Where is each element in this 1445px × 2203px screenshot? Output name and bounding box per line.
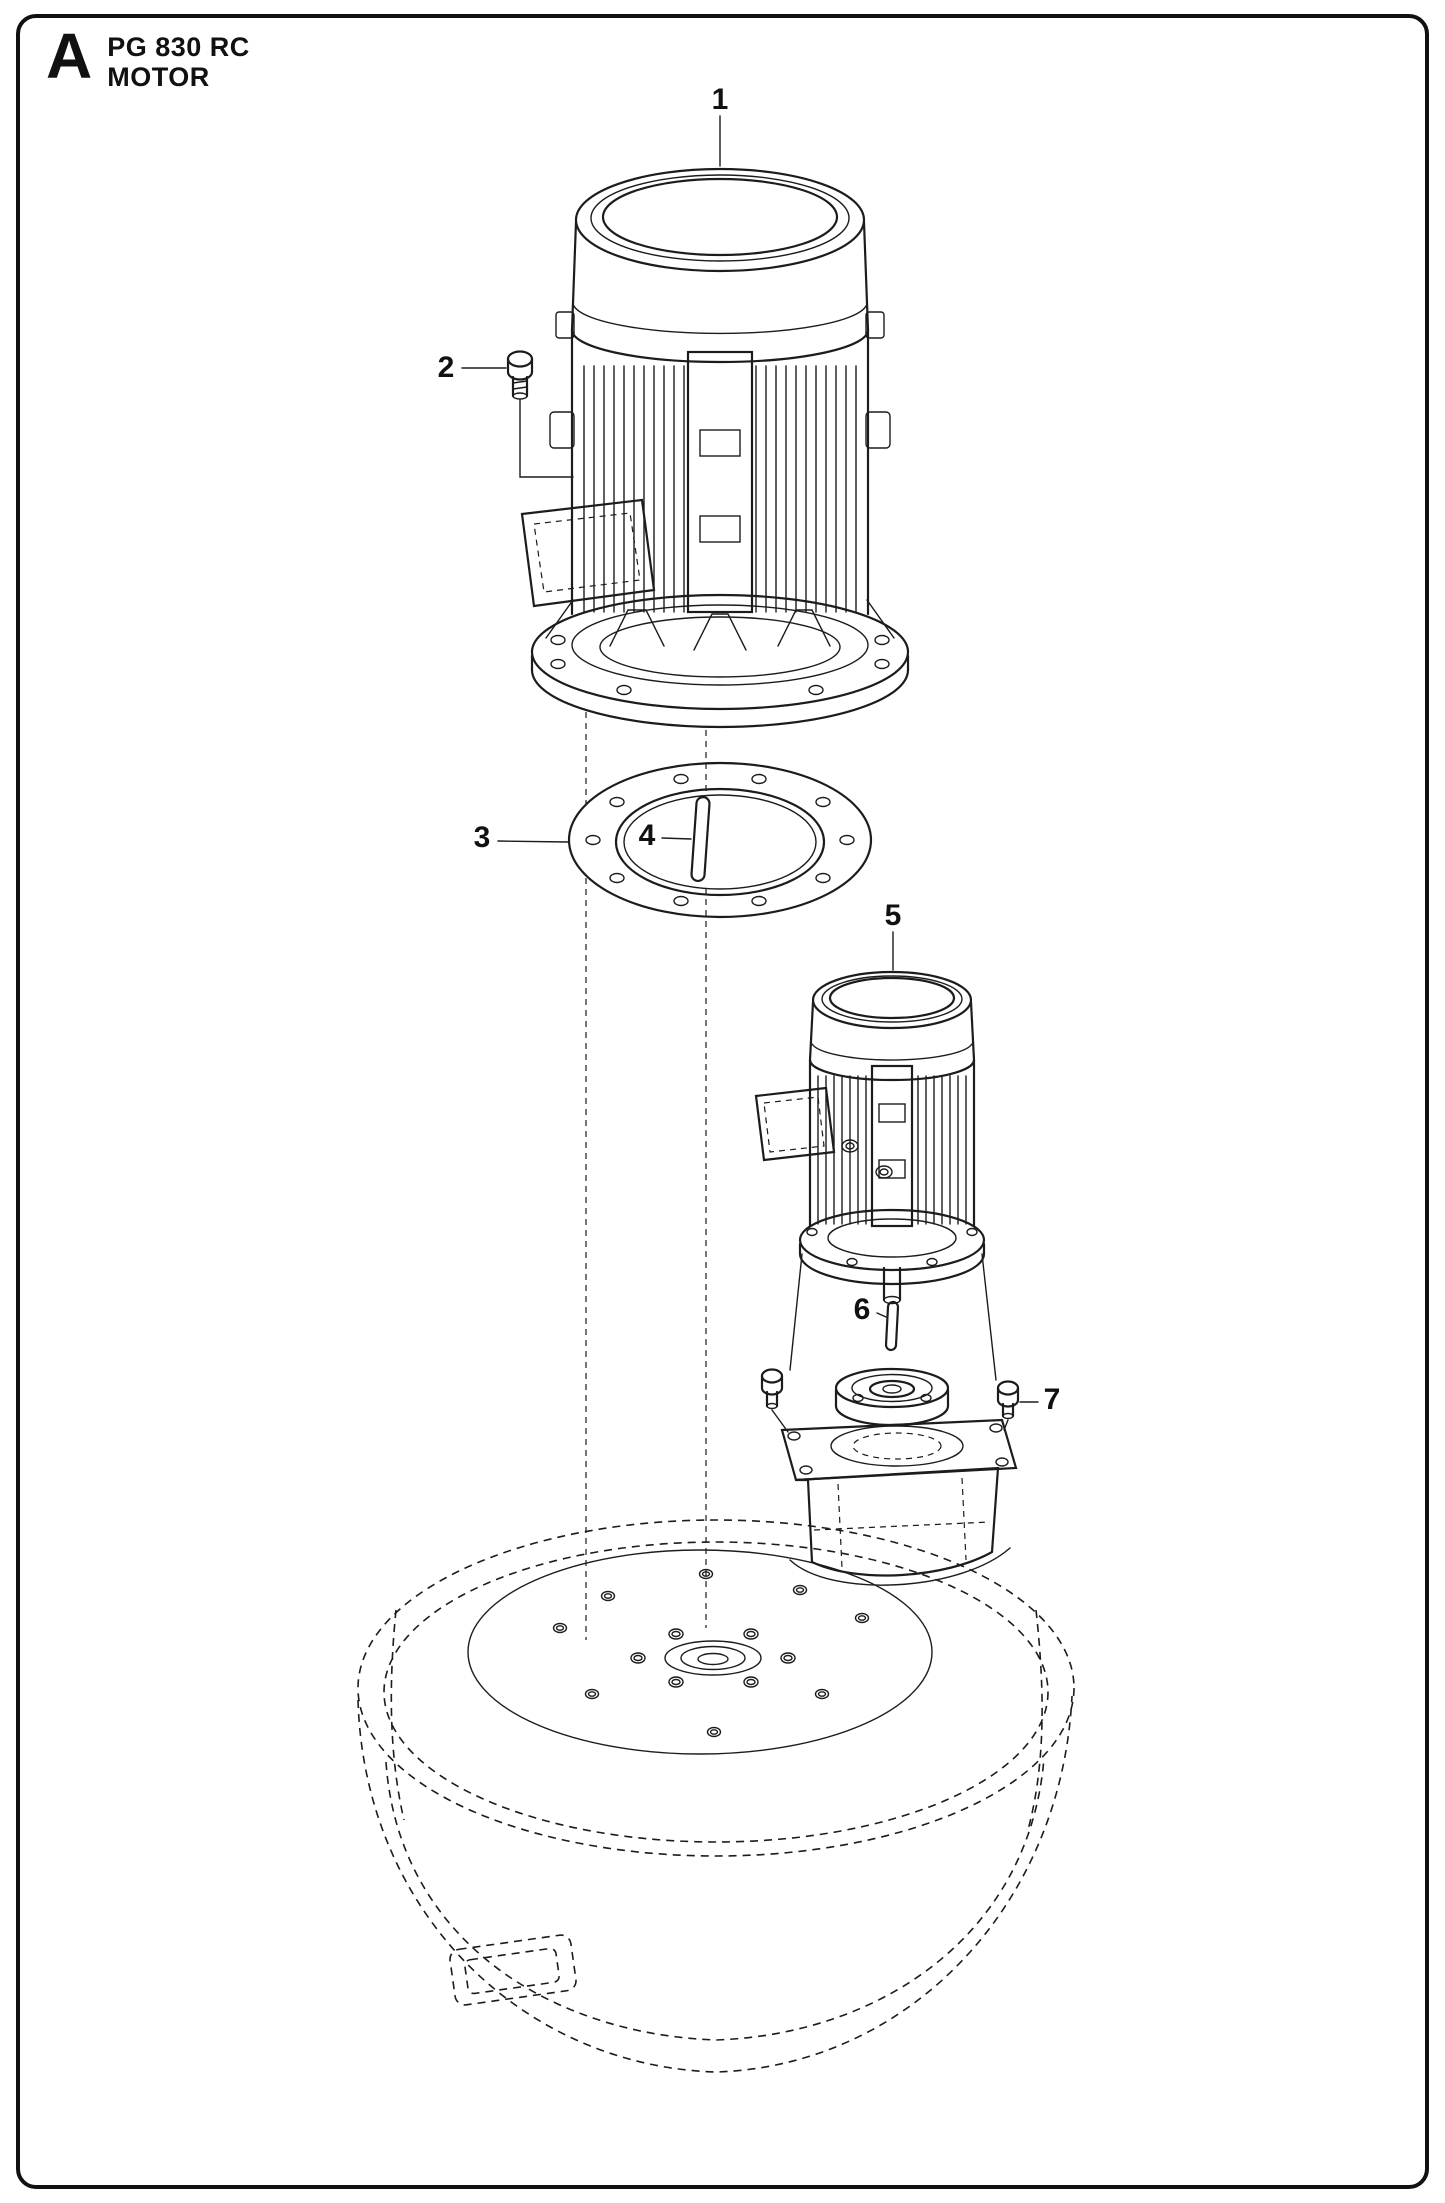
key-4 bbox=[690, 796, 711, 883]
callout-1-label: 1 bbox=[711, 83, 729, 116]
large-motor-flange bbox=[530, 593, 910, 729]
callout-4-label: 4 bbox=[638, 819, 656, 852]
large-motor bbox=[520, 167, 910, 729]
small-motor-terminal-box bbox=[754, 1086, 836, 1162]
callout-6: 6 bbox=[854, 1293, 871, 1327]
small-motor-shaft bbox=[882, 1266, 902, 1305]
page-frame bbox=[16, 14, 1429, 2189]
deck-plate-bolts bbox=[552, 1568, 870, 1738]
large-motor-body bbox=[549, 311, 891, 616]
small-motor bbox=[754, 970, 986, 1305]
callout-3: 3 bbox=[474, 821, 491, 855]
hub-bolt-circle bbox=[630, 1628, 796, 1688]
callout-2: 2 bbox=[438, 351, 455, 385]
small-motor-guides bbox=[789, 1253, 997, 1381]
title-block: PG 830 RC MOTOR bbox=[107, 32, 250, 92]
small-motor-body bbox=[808, 1058, 976, 1228]
callout-7: 7 bbox=[1044, 1383, 1061, 1417]
callout-2-label: 2 bbox=[437, 351, 455, 384]
small-motor-fan-cover bbox=[808, 970, 976, 1082]
large-motor-terminal-box bbox=[520, 498, 656, 608]
gasket-3 bbox=[567, 761, 873, 919]
large-motor-fan-cover bbox=[570, 167, 870, 364]
alignment-lines bbox=[585, 712, 707, 1640]
bolt-7-left bbox=[760, 1368, 789, 1433]
key-6 bbox=[884, 1300, 900, 1352]
model-label: PG 830 RC bbox=[107, 32, 250, 62]
callout-5-label: 5 bbox=[884, 899, 902, 932]
machine-body bbox=[357, 1519, 1075, 2073]
callout-5: 5 bbox=[885, 899, 902, 933]
diagram-title: MOTOR bbox=[107, 61, 210, 92]
callout-3-label: 3 bbox=[473, 821, 491, 854]
gearbox-mount bbox=[780, 1418, 1018, 1586]
callout-4: 4 bbox=[639, 819, 656, 853]
callout-7-label: 7 bbox=[1043, 1383, 1061, 1416]
callout-6-label: 6 bbox=[853, 1293, 871, 1326]
section-letter: A bbox=[46, 20, 94, 92]
spindle-pulley bbox=[834, 1367, 950, 1427]
bolt-7-right bbox=[996, 1380, 1020, 1431]
callout-leader-lines bbox=[461, 115, 1039, 1403]
deck-mount-plate bbox=[467, 1549, 933, 1755]
header: A PG 830 RC MOTOR bbox=[46, 20, 250, 92]
callout-1: 1 bbox=[712, 83, 729, 117]
small-motor-flange bbox=[798, 1208, 986, 1286]
bolt-2 bbox=[506, 350, 574, 478]
